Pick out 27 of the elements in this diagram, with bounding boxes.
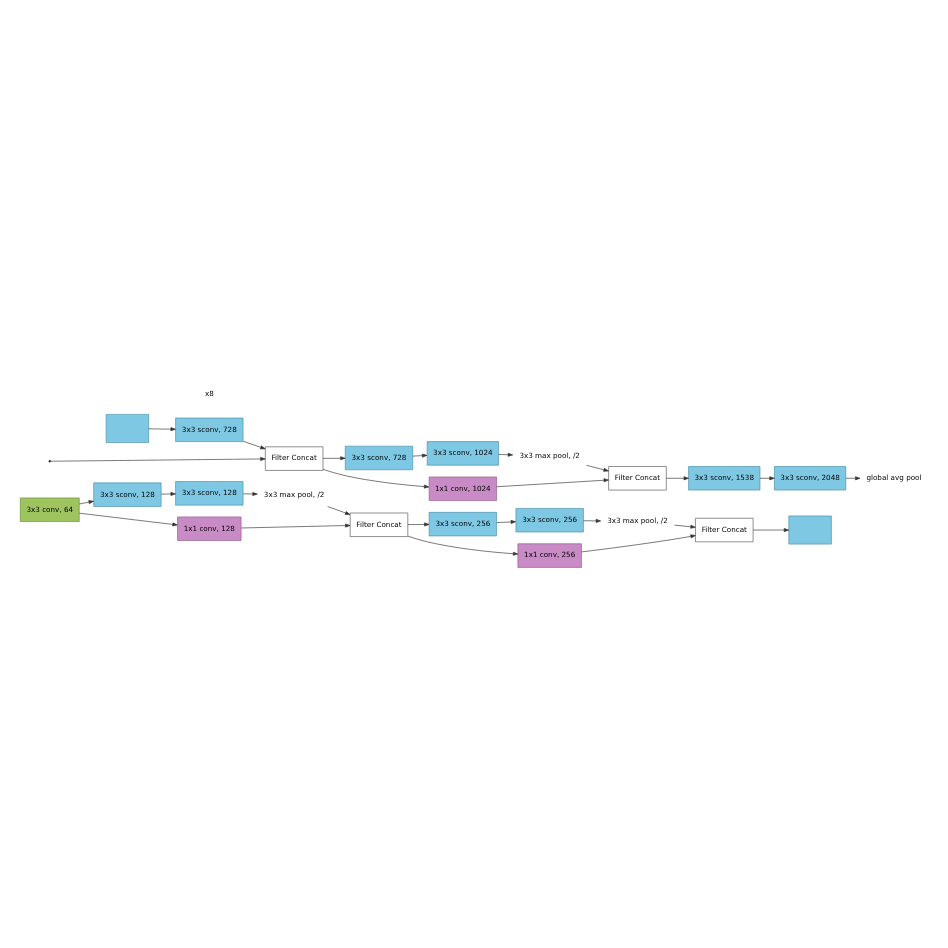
arrow — [242, 491, 258, 495]
node-box — [788, 514, 832, 544]
arrow — [666, 475, 689, 480]
arrow — [581, 533, 696, 552]
arrow — [586, 464, 609, 471]
arrow — [242, 439, 266, 449]
arrow — [759, 475, 775, 480]
arrow — [240, 522, 351, 528]
arrow — [752, 527, 790, 531]
arrow — [583, 517, 602, 522]
arrow — [412, 452, 428, 457]
node-box — [105, 413, 150, 442]
arrow — [78, 499, 94, 504]
arrow — [322, 455, 346, 460]
arrow — [845, 475, 861, 480]
arrow — [148, 426, 176, 431]
arrow — [161, 491, 176, 495]
arrow — [407, 534, 519, 555]
arrow — [327, 505, 351, 514]
arrow — [496, 519, 516, 523]
arrow — [322, 468, 430, 488]
arrow — [674, 523, 696, 528]
arrow — [498, 451, 514, 456]
arrow — [496, 477, 609, 487]
arrow — [78, 511, 178, 526]
arrow — [407, 521, 430, 526]
arrow — [50, 456, 266, 461]
